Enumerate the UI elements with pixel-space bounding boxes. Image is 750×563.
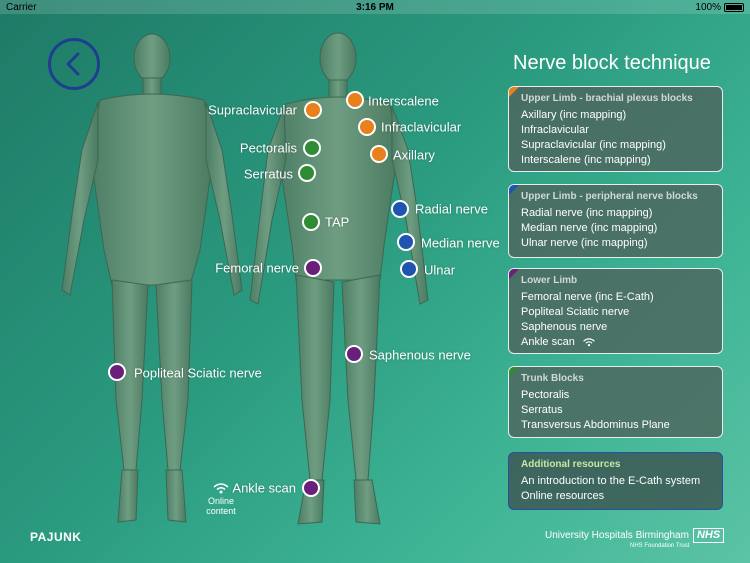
label-ulnar[interactable]: Ulnar <box>424 262 456 278</box>
link-ankle-scan[interactable]: Ankle scan <box>521 335 712 350</box>
marker-radial-nerve[interactable] <box>391 200 409 218</box>
link-saphenous-nerve[interactable]: Saphenous nerve <box>521 321 608 333</box>
card-upper-limb-peripheral[interactable]: Upper Limb - peripheral nerve blocks Rad… <box>508 184 723 258</box>
link-transversus-abdominus-plane[interactable]: Transversus Abdominus Plane <box>521 419 670 431</box>
label-ankle-scan[interactable]: Ankle scan <box>232 480 296 496</box>
marker-ankle-scan[interactable] <box>302 479 320 497</box>
nhs-badge: NHS <box>692 528 725 543</box>
label-axillary[interactable]: Axillary <box>393 147 435 163</box>
label-saphenous-nerve[interactable]: Saphenous nerve <box>369 347 471 363</box>
marker-median-nerve[interactable] <box>397 233 415 251</box>
card-header: Upper Limb - peripheral nerve blocks <box>521 191 698 202</box>
link-serratus[interactable]: Serratus <box>521 404 563 416</box>
pajunk-logo: PAJUNK <box>30 530 82 544</box>
back-button[interactable] <box>48 38 100 90</box>
link-ecath-intro[interactable]: An introduction to the E-Cath system <box>521 475 701 487</box>
card-trunk-blocks[interactable]: Trunk Blocks Pectoralis Serratus Transve… <box>508 366 723 438</box>
marker-ulnar[interactable] <box>400 260 418 278</box>
marker-saphenous-nerve[interactable] <box>345 345 363 363</box>
online-content-line2: content <box>206 506 236 516</box>
card-lower-limb[interactable]: Lower Limb Femoral nerve (inc E-Cath) Po… <box>508 268 723 354</box>
battery-status: 100% <box>695 2 744 13</box>
corner-marker <box>509 87 519 97</box>
card-header: Upper Limb - brachial plexus blocks <box>521 93 693 104</box>
online-content-indicator: Online content <box>201 482 241 516</box>
link-radial-nerve[interactable]: Radial nerve (inc mapping) <box>521 207 653 219</box>
marker-infraclavicular[interactable] <box>358 118 376 136</box>
link-median-nerve[interactable]: Median nerve (inc mapping) <box>521 222 658 234</box>
corner-marker <box>509 185 519 195</box>
marker-femoral-nerve[interactable] <box>304 259 322 277</box>
chevron-left-icon <box>66 52 80 76</box>
label-infraclavicular[interactable]: Infraclavicular <box>381 119 462 135</box>
card-header: Trunk Blocks <box>521 373 584 384</box>
link-femoral-nerve[interactable]: Femoral nerve (inc E-Cath) <box>521 291 654 303</box>
front-view-figure <box>249 32 429 525</box>
link-pectoralis[interactable]: Pectoralis <box>521 389 570 401</box>
marker-serratus[interactable] <box>298 164 316 182</box>
link-interscalene[interactable]: Interscalene (inc mapping) <box>521 154 651 166</box>
label-popliteal-sciatic-nerve[interactable]: Popliteal Sciatic nerve <box>134 365 262 381</box>
marker-axillary[interactable] <box>370 145 388 163</box>
link-axillary[interactable]: Axillary (inc mapping) <box>521 109 627 121</box>
wifi-icon <box>583 338 595 347</box>
card-header: Additional resources <box>521 459 621 470</box>
battery-icon <box>724 2 744 12</box>
link-online-resources[interactable]: Online resources <box>521 490 605 502</box>
label-supraclavicular[interactable]: Supraclavicular <box>208 102 297 118</box>
card-upper-limb-brachial[interactable]: Upper Limb - brachial plexus blocks Axil… <box>508 86 723 172</box>
marker-pectoralis[interactable] <box>303 139 321 157</box>
anatomy-figures <box>61 32 429 525</box>
label-pectoralis[interactable]: Pectoralis <box>239 140 297 156</box>
marker-tap[interactable] <box>302 213 320 231</box>
marker-interscalene[interactable] <box>346 91 364 109</box>
online-content-line1: Online <box>207 496 234 506</box>
link-supraclavicular[interactable]: Supraclavicular (inc mapping) <box>521 139 666 151</box>
label-femoral-nerve[interactable]: Femoral nerve <box>215 260 299 276</box>
card-additional-resources[interactable]: Additional resources An introduction to … <box>508 452 723 510</box>
carrier-label: Carrier <box>6 1 37 13</box>
hospital-name: University Hospitals Birmingham <box>545 530 689 541</box>
corner-marker <box>509 367 519 377</box>
back-view-figure <box>61 33 243 523</box>
ankle-scan-label: Ankle scan <box>521 336 575 348</box>
link-popliteal-sciatic[interactable]: Popliteal Sciatic nerve <box>521 306 630 318</box>
panel-title: Nerve block technique <box>513 52 711 74</box>
card-header: Lower Limb <box>521 275 578 286</box>
wifi-icon <box>213 483 229 494</box>
battery-percent: 100% <box>695 1 721 13</box>
corner-marker <box>509 269 519 279</box>
label-serratus[interactable]: Serratus <box>243 166 293 182</box>
marker-popliteal-sciatic-nerve[interactable] <box>108 363 126 381</box>
link-ulnar-nerve[interactable]: Ulnar nerve (inc mapping) <box>521 237 648 249</box>
label-radial-nerve[interactable]: Radial nerve <box>415 201 488 217</box>
label-interscalene[interactable]: Interscalene <box>368 93 439 109</box>
label-median-nerve[interactable]: Median nerve <box>421 235 500 251</box>
trust-name: NHS Foundation Trust <box>630 543 690 549</box>
link-infraclavicular[interactable]: Infraclavicular <box>521 124 589 136</box>
hospital-logo: University Hospitals Birmingham NHS <box>545 528 725 543</box>
label-tap[interactable]: TAP <box>325 214 350 230</box>
marker-supraclavicular[interactable] <box>304 101 322 119</box>
